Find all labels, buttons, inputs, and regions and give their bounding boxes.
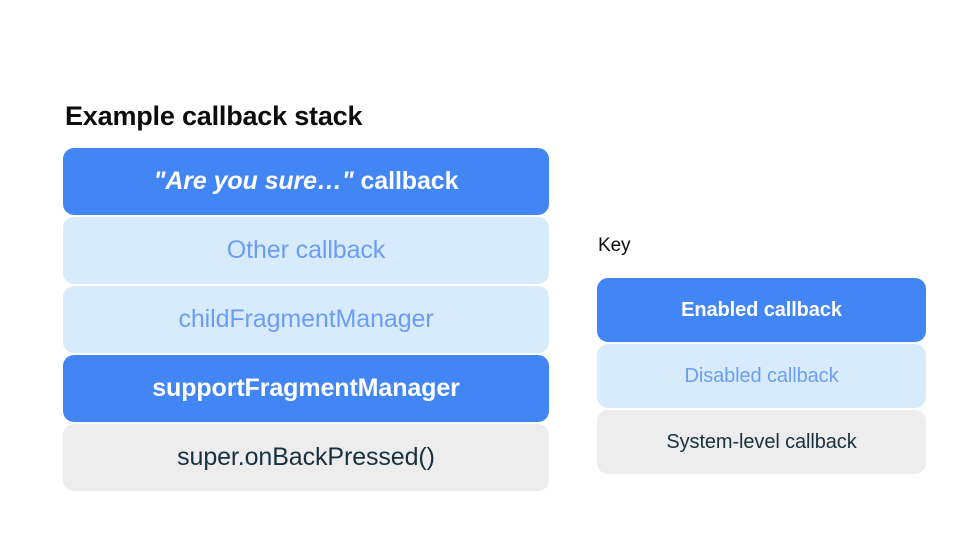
key-item-label: Disabled callback [684,364,839,387]
callback-stack-list: "Are you sure…" callback Other callback … [63,148,549,491]
key-panel: Key Enabled callback Disabled callback S… [597,234,926,474]
stack-row-label: childFragmentManager [178,305,434,333]
stack-row-label: Other callback [226,236,386,264]
stack-row-other-callback[interactable]: Other callback [63,217,549,284]
key-list: Enabled callback Disabled callback Syste… [597,278,926,474]
stack-row-quoted-text: "Are you sure…" [153,167,354,195]
key-item-system-level-callback: System-level callback [597,410,926,474]
stack-row-support-fragment-manager[interactable]: supportFragmentManager [63,355,549,422]
stack-row-are-you-sure-callback[interactable]: "Are you sure…" callback [63,148,549,215]
key-item-label: System-level callback [666,430,857,453]
key-item-disabled-callback: Disabled callback [597,344,926,408]
key-item-enabled-callback: Enabled callback [597,278,926,342]
key-title: Key [598,235,631,256]
stack-row-label: callback [360,167,459,195]
callback-stack-panel: Example callback stack "Are you sure…" c… [63,99,549,491]
stack-row-child-fragment-manager[interactable]: childFragmentManager [63,286,549,353]
key-item-label: Enabled callback [681,298,842,321]
page-title: Example callback stack [65,101,363,131]
stack-row-label: supportFragmentManager [152,374,460,402]
stack-row-super-on-back-pressed[interactable]: super.onBackPressed() [63,424,549,491]
stack-row-label: super.onBackPressed() [177,443,435,471]
